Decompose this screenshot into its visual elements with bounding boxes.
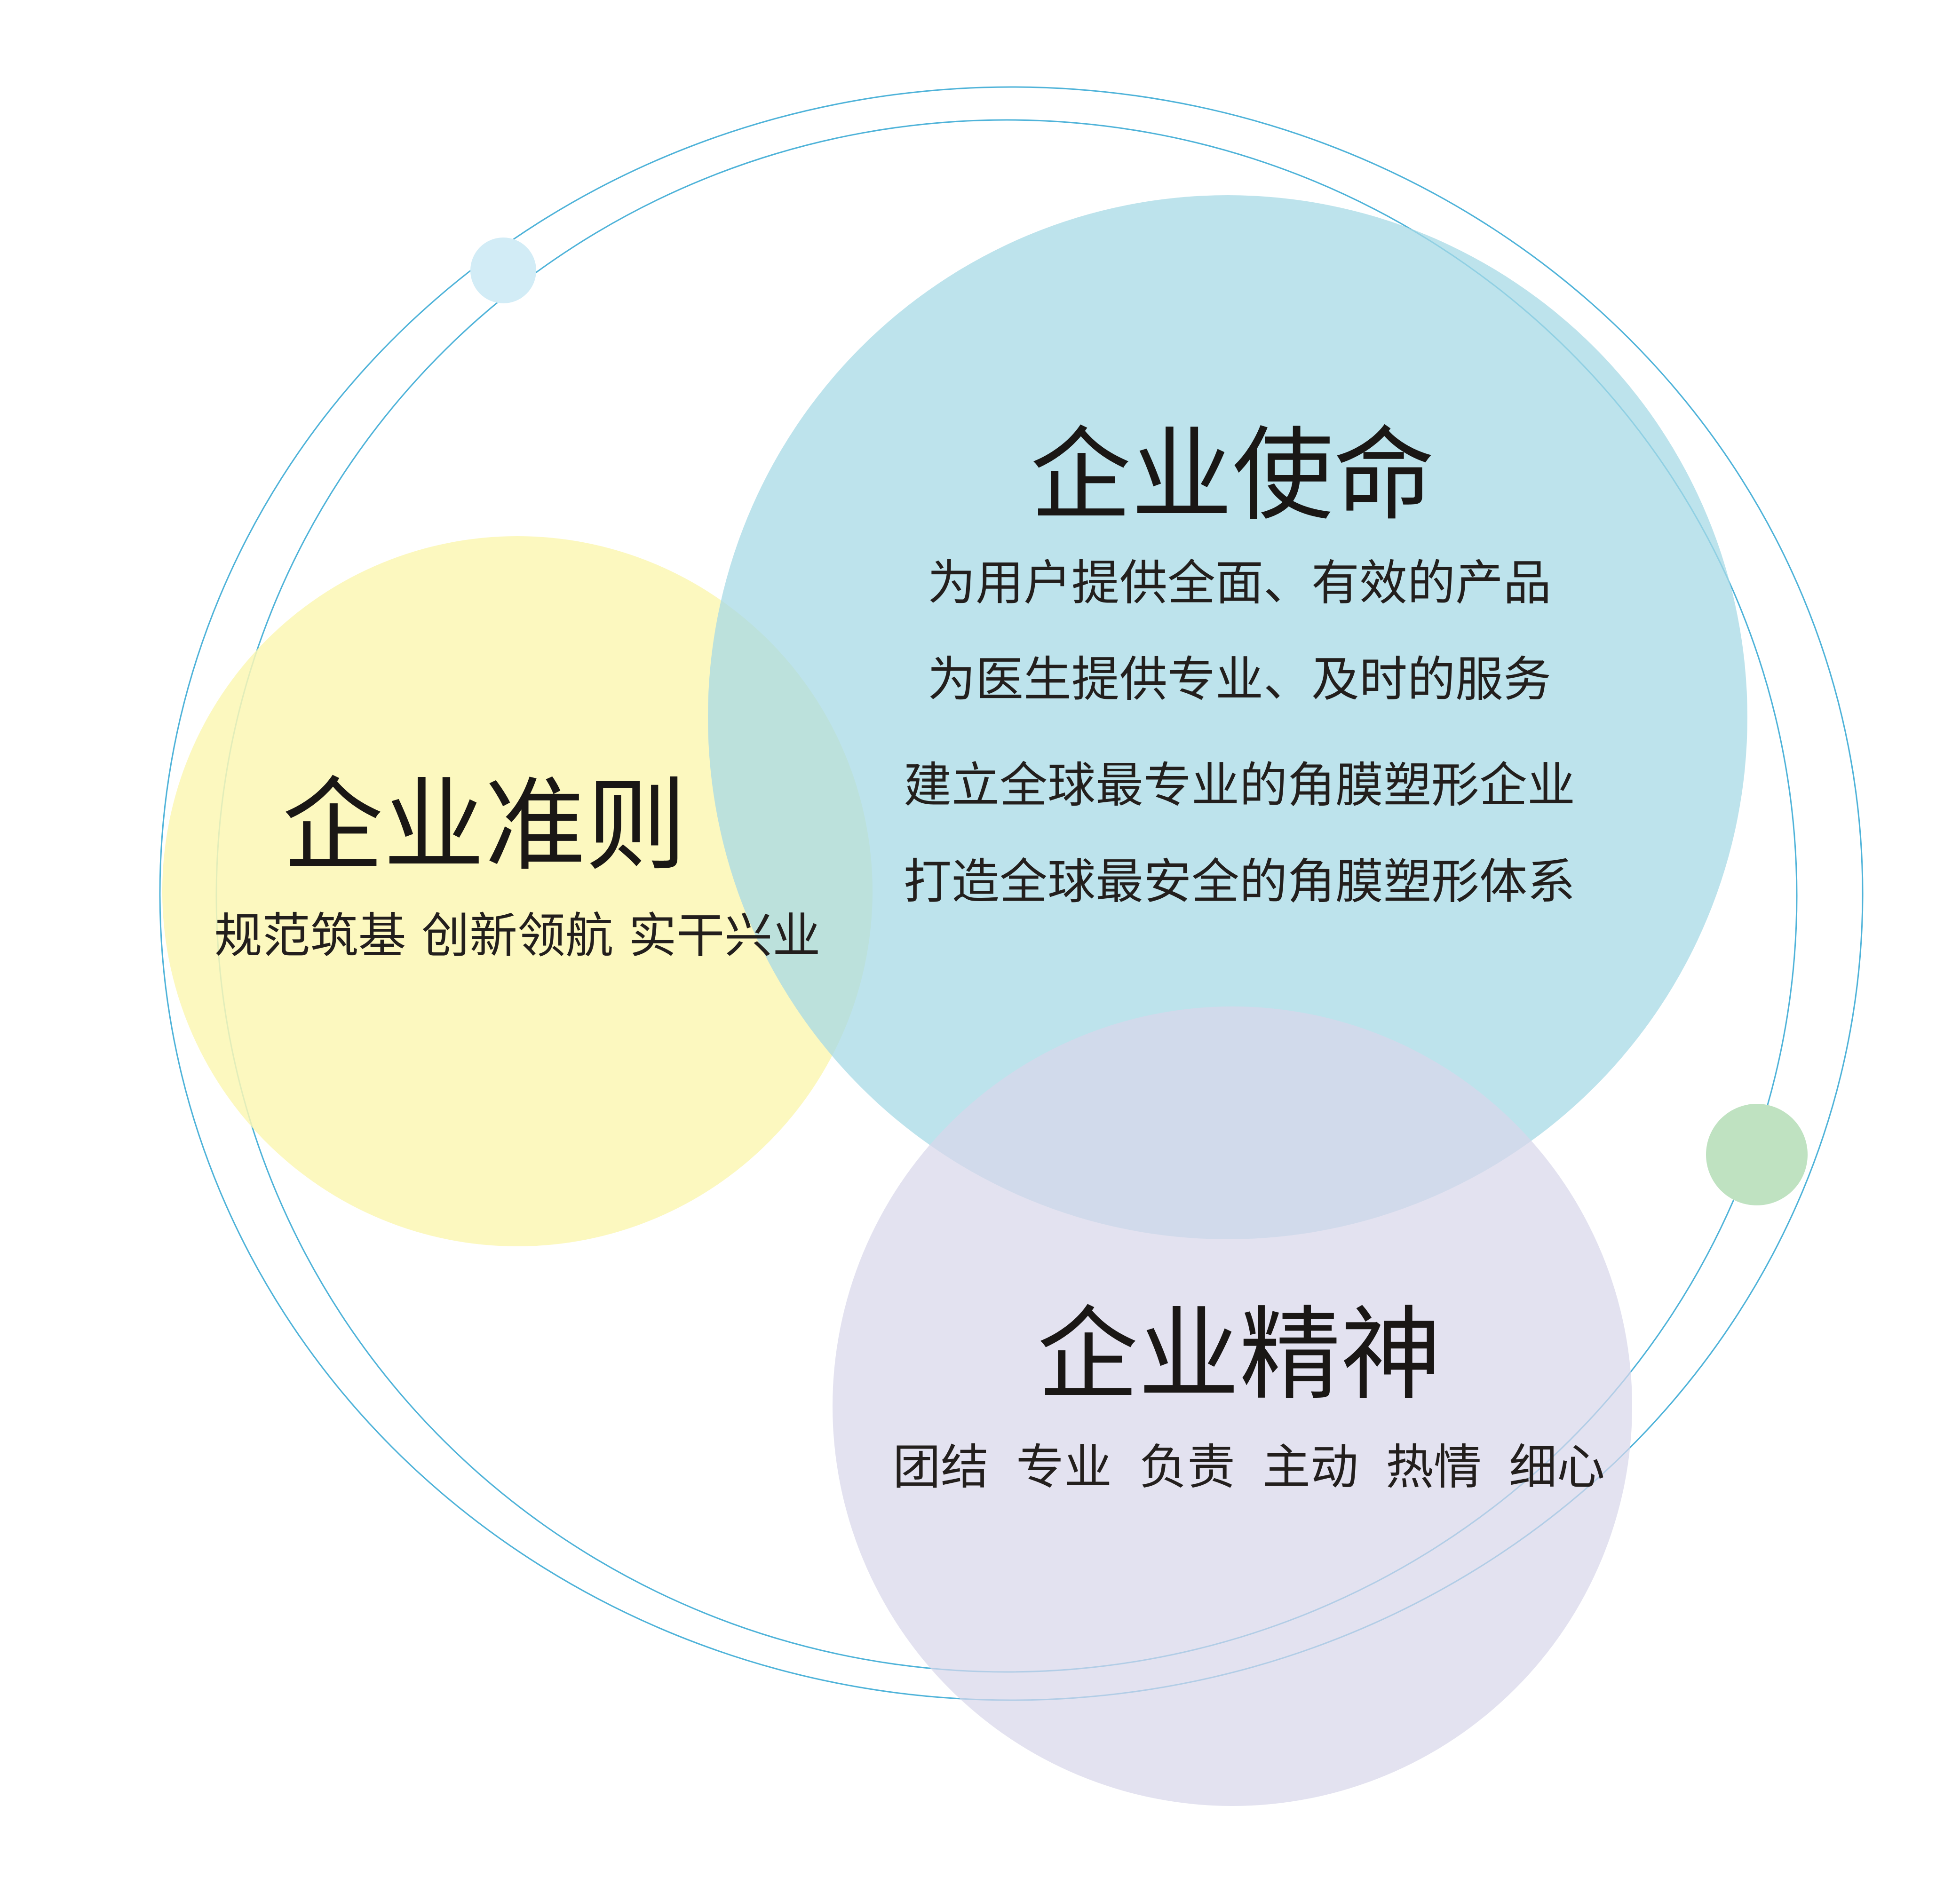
spirit-title: 企业精神 xyxy=(1037,1296,1442,1414)
small-dot-top xyxy=(470,238,536,303)
spirit-value: 主动 xyxy=(1262,1440,1358,1496)
mission-circle xyxy=(708,195,1747,1239)
spirit-value: 团结 xyxy=(893,1440,989,1496)
small-dot-right xyxy=(1706,1104,1808,1205)
spirit-value: 热情 xyxy=(1386,1440,1482,1496)
spirit-circle xyxy=(833,1006,1632,1806)
mission-title: 企业使命 xyxy=(1030,416,1435,534)
principles-tagline: 规范筑基 创新领航 实干兴业 xyxy=(214,908,821,964)
principles-circle xyxy=(162,536,873,1246)
mission-line-1: 为用户提供全面、有效的产品 xyxy=(928,555,1551,611)
principles-title: 企业准则 xyxy=(282,767,687,885)
spirit-value: 细心 xyxy=(1509,1440,1605,1496)
mission-line-3: 建立全球最专业的角膜塑形企业 xyxy=(904,758,1575,814)
spirit-value: 专业 xyxy=(1016,1440,1112,1496)
mission-line-4: 打造全球最安全的角膜塑形体系 xyxy=(904,854,1575,910)
spirit-value: 负责 xyxy=(1139,1440,1235,1496)
mission-line-2: 为医生提供专业、及时的服务 xyxy=(928,652,1551,708)
